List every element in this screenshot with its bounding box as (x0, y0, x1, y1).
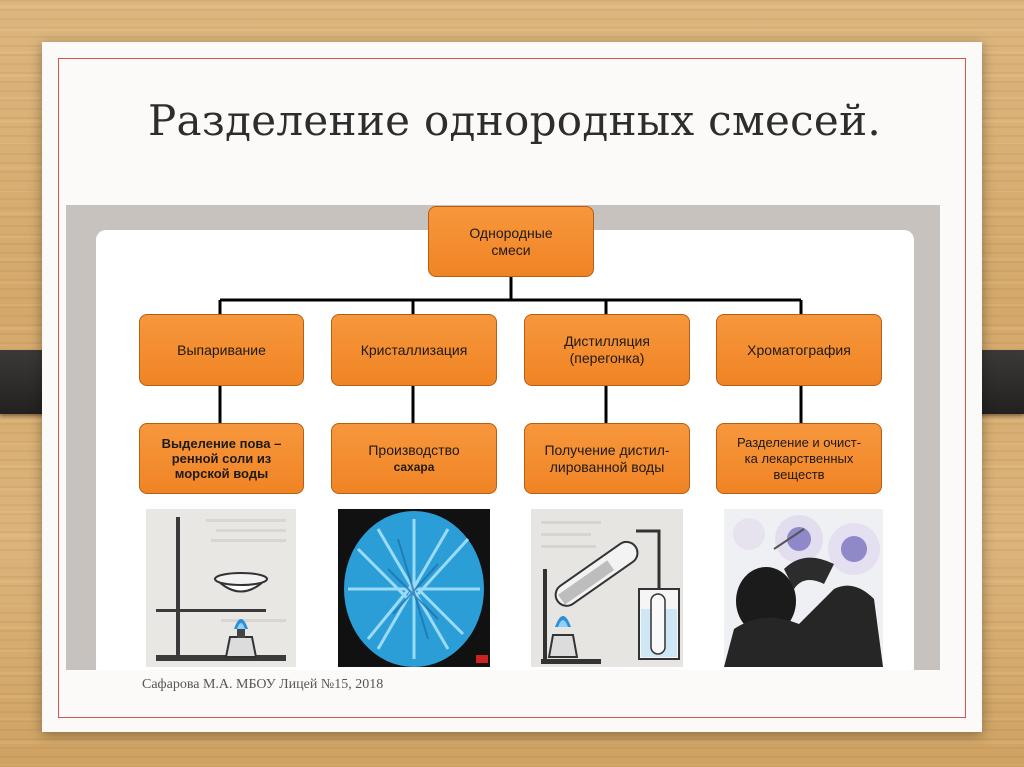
node-app-distillation: Получение дистил- лированной воды (524, 423, 690, 494)
node-method-crystallization: Кристаллизация (331, 314, 497, 386)
evaporation-apparatus-icon (146, 509, 296, 667)
blue-crystals-icon (338, 509, 490, 667)
node-root: Однородные смеси (428, 206, 594, 277)
slide-frame (58, 58, 966, 718)
distillation-apparatus-icon (531, 509, 683, 667)
node-method-evaporation: Выпаривание (139, 314, 304, 386)
node-app-evaporation: Выделение пова – ренной соли из морской … (139, 423, 304, 494)
node-method-distillation: Дистилляция (перегонка) (524, 314, 690, 386)
node-method-chromatography: Хроматография (716, 314, 882, 386)
slide-title: Разделение однородных смесей. (148, 96, 882, 145)
app-crystallization-line2: сахара (393, 459, 435, 474)
node-app-chromatography: Разделение и очист- ка лекарственных вещ… (716, 423, 882, 494)
app-crystallization-line1: Производство (368, 441, 460, 458)
slide-footer: Сафарова М.А. МБОУ Лицей №15, 2018 (142, 677, 384, 692)
chromatography-scientist-icon (724, 509, 883, 667)
node-app-crystallization: Производство сахара (331, 423, 497, 494)
